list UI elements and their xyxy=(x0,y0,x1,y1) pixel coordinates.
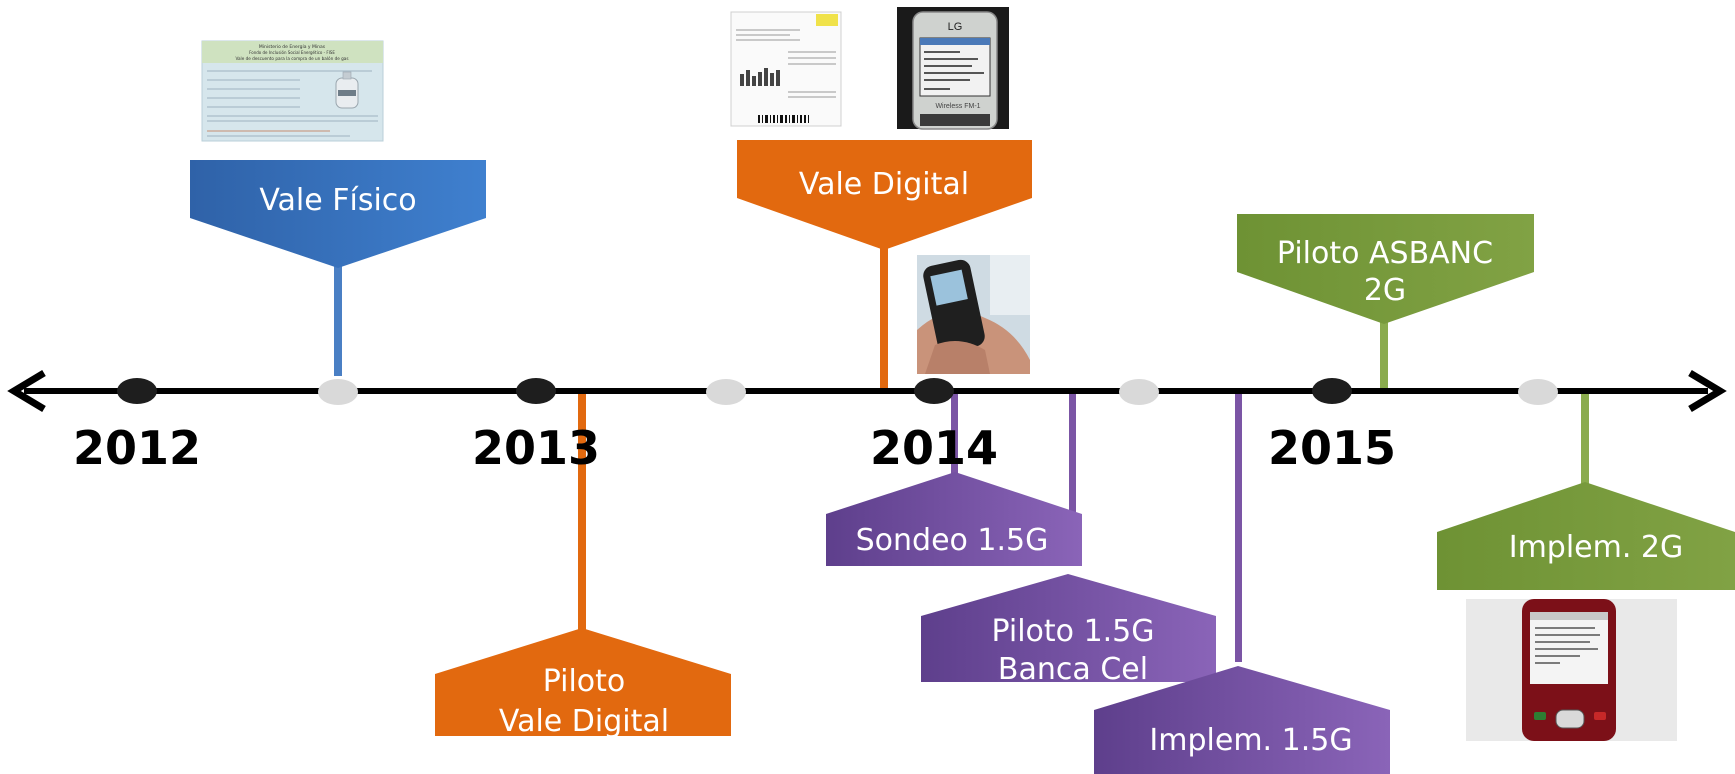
right-arrow-icon xyxy=(1688,369,1727,413)
red-phone-sms-lines xyxy=(1535,627,1600,664)
axis-markers xyxy=(117,378,1558,405)
hand-phone-image xyxy=(917,255,1030,374)
piloto-banca-line2: Banca Cel xyxy=(998,652,1148,687)
implem-2g-label: Implem. 2G xyxy=(1509,530,1684,565)
fise-voucher-image: Ministerio de Energía y Minas Fondo de I… xyxy=(201,40,384,142)
year-label-2012: 2012 xyxy=(73,421,201,475)
vale-fisico-stem xyxy=(334,260,342,376)
implem-2g-stem xyxy=(1581,394,1589,484)
piloto-asbanc-line1: Piloto ASBANC xyxy=(1277,236,1493,271)
vale-digital-stem xyxy=(880,244,888,390)
vale-fisico-callout: Vale Físico xyxy=(190,160,486,268)
lg-phone-sms-lines xyxy=(924,51,984,90)
sondeo-stem xyxy=(951,394,958,474)
half-year-marker xyxy=(706,379,746,405)
year-label-2014: 2014 xyxy=(870,421,998,475)
year-marker xyxy=(516,378,556,404)
sondeo-callout: Sondeo 1.5G xyxy=(826,472,1082,566)
piloto-vale-digital-line1: Piloto xyxy=(543,664,626,699)
electricity-bill-image xyxy=(730,11,842,127)
bill-text-lines xyxy=(736,29,836,98)
vale-digital-label: Vale Digital xyxy=(799,167,969,202)
year-marker xyxy=(914,378,954,404)
lg-phone-model: Wireless FM-1 xyxy=(935,103,980,110)
sondeo-label: Sondeo 1.5G xyxy=(856,523,1049,558)
implem-2g-callout: Implem. 2G xyxy=(1437,482,1735,590)
left-arrow-icon xyxy=(7,369,46,413)
year-label-2013: 2013 xyxy=(472,421,600,475)
vale-digital-callout: Vale Digital xyxy=(737,140,1032,250)
piloto-banca-callout: Piloto 1.5G Banca Cel xyxy=(921,574,1216,687)
bill-bar-chart xyxy=(740,68,780,86)
piloto-asbanc-line2: 2G xyxy=(1364,273,1406,308)
lg-phone-brand: LG xyxy=(948,21,963,33)
red-phone-image xyxy=(1466,599,1677,741)
piloto-banca-line1: Piloto 1.5G xyxy=(991,614,1154,649)
piloto-vale-digital-stem xyxy=(578,394,586,630)
gas-cylinder-icon xyxy=(335,71,359,109)
voucher-title2: Fondo de Inclusión Social Energético - F… xyxy=(249,50,335,55)
vale-fisico-label: Vale Físico xyxy=(259,183,416,218)
voucher-form-lines xyxy=(207,70,378,137)
bill-barcode xyxy=(758,115,809,123)
half-year-marker xyxy=(318,379,358,405)
year-label-2015: 2015 xyxy=(1268,421,1396,475)
piloto-asbanc-stem xyxy=(1380,318,1388,394)
half-year-marker xyxy=(1518,379,1558,405)
timeline-axis xyxy=(7,369,1727,413)
voucher-title1: Ministerio de Energía y Minas xyxy=(259,43,326,50)
piloto-asbanc-callout: Piloto ASBANC 2G xyxy=(1237,214,1534,324)
piloto-vale-digital-line2: Vale Digital xyxy=(499,704,669,739)
piloto-banca-stem xyxy=(1069,394,1076,514)
piloto-vale-digital-callout: Piloto Vale Digital xyxy=(435,628,731,739)
half-year-marker xyxy=(1119,379,1159,405)
year-marker xyxy=(117,378,157,404)
voucher-title3: Vale de descuento para la compra de un b… xyxy=(235,56,348,61)
year-marker xyxy=(1312,378,1352,404)
implem-15g-label: Implem. 1.5G xyxy=(1149,723,1352,758)
implem-15g-stem xyxy=(1235,394,1242,662)
implem-15g-callout: Implem. 1.5G xyxy=(1094,666,1390,774)
lg-phone-image: LG Wireless FM-1 xyxy=(897,7,1009,130)
